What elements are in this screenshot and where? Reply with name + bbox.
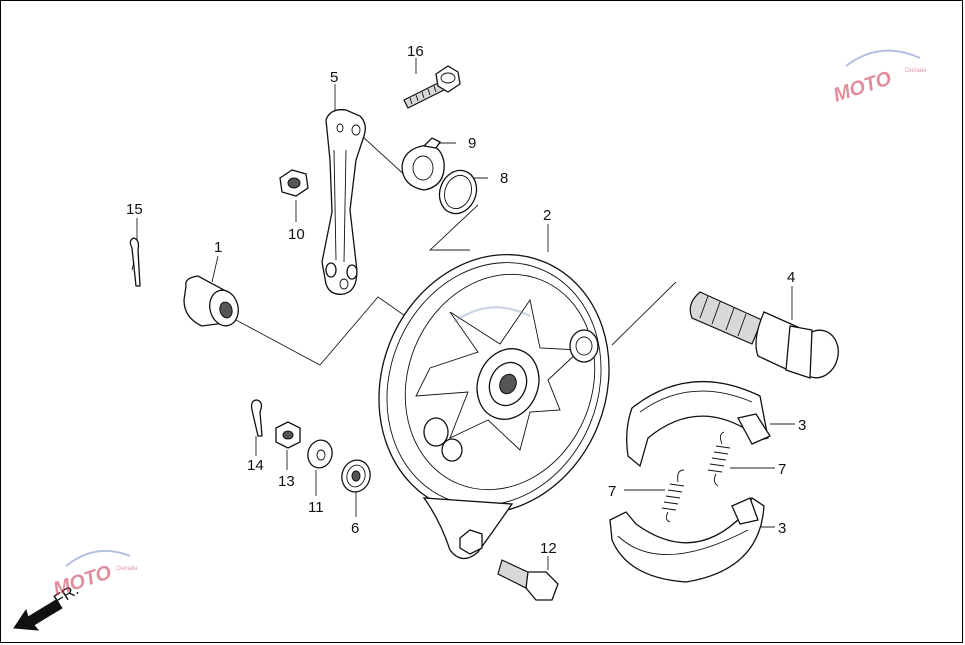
part-3-upper-shoe (626, 381, 771, 468)
callout-6: 6 (351, 520, 359, 537)
callout-5: 5 (330, 69, 338, 86)
part-8-o-ring (438, 169, 478, 215)
part-7-springs (661, 431, 731, 523)
part-4-brake-cam (689, 291, 839, 379)
callout-16: 16 (407, 43, 424, 60)
callout-13: 13 (278, 473, 295, 490)
watermark-center (453, 306, 531, 323)
watermark-logo-sub: Онлайн (905, 67, 926, 74)
callout-3-lower: 3 (778, 520, 786, 537)
callout-1: 1 (214, 239, 222, 256)
callout-9: 9 (468, 135, 476, 152)
watermark-top-right: MOTO Онлайн (831, 49, 926, 107)
watermark-logo-sub-2: Онлайн (116, 565, 137, 572)
part-11-washer (307, 439, 333, 469)
front-direction-arrow (13, 599, 63, 631)
watermark-bottom-left: MOTO Онлайн (51, 549, 137, 601)
part-16-bolt (403, 65, 461, 109)
callout-10: 10 (288, 226, 305, 243)
callout-labels: 16 5 9 8 10 15 1 2 4 3 7 7 3 14 13 11 6 … (126, 43, 806, 557)
callout-15: 15 (126, 201, 143, 218)
part-9-lock-washer (401, 137, 445, 191)
callout-11: 11 (308, 499, 324, 516)
callout-4: 4 (787, 269, 795, 286)
watermark-logo-text-2: MOTO (51, 561, 115, 600)
part-10-nut (279, 169, 309, 197)
callout-12: 12 (540, 540, 557, 557)
callout-8: 8 (500, 170, 508, 187)
part-15-cotter-pin (129, 237, 141, 287)
callout-14: 14 (247, 457, 264, 474)
part-12-bolt (497, 559, 559, 601)
callout-7-left: 7 (608, 483, 616, 500)
watermark-logo-text: MOTO (831, 67, 895, 106)
part-14-split-pin (250, 399, 263, 437)
part-6-bearing (341, 459, 371, 493)
callout-7-right: 7 (778, 461, 786, 478)
callout-2: 2 (543, 207, 551, 224)
part-2-brake-panel (378, 253, 610, 560)
callout-3-upper: 3 (798, 417, 806, 434)
part-3-lower-shoe (609, 497, 765, 583)
part-5-brake-arm (321, 109, 366, 295)
part-1-collar (183, 275, 239, 327)
part-13-nut (275, 421, 301, 449)
